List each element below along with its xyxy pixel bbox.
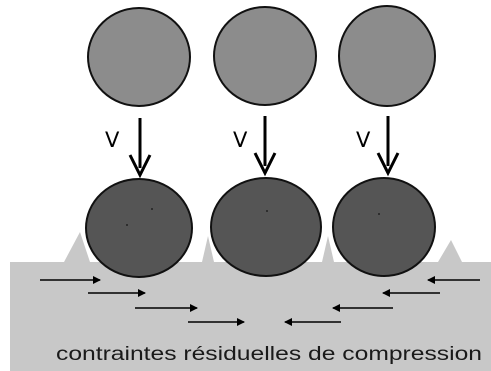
shot-impact-1	[85, 178, 193, 278]
velocity-label-1: V	[105, 128, 120, 152]
shot-before-3	[338, 5, 436, 107]
speck	[126, 224, 128, 226]
speck	[378, 213, 380, 215]
caption: contraintes résiduelles de compression	[56, 344, 482, 365]
shot-before-1	[87, 7, 191, 107]
velocity-arrow-2	[253, 116, 277, 177]
shot-impact-3	[332, 177, 436, 277]
velocity-label-3: V	[356, 128, 371, 152]
velocity-arrow-3	[376, 116, 400, 177]
velocity-label-2: V	[233, 128, 248, 152]
velocity-arrow-1	[128, 118, 152, 179]
speck	[266, 210, 268, 212]
shot-impact-2	[210, 177, 322, 277]
speck	[151, 208, 153, 210]
shot-before-2	[213, 6, 317, 106]
